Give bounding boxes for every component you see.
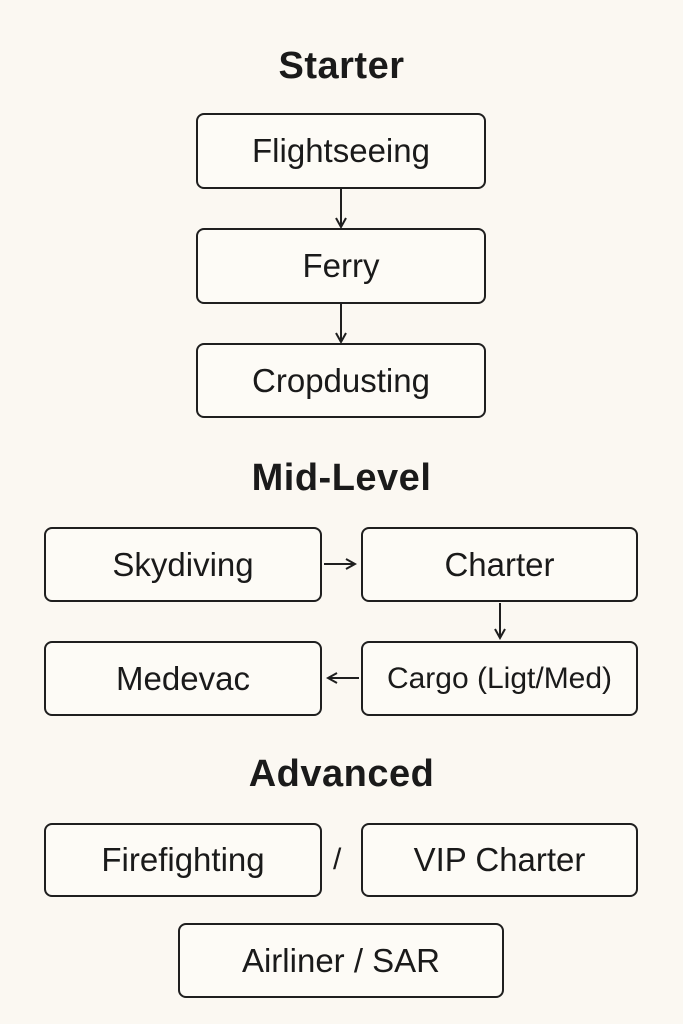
node-cargo[interactable]: Cargo (Ligt/Med) — [361, 641, 638, 716]
mid-level-heading: Mid-Level — [251, 457, 432, 499]
node-skydiving[interactable]: Skydiving — [44, 527, 322, 602]
node-flightseeing[interactable]: Flightseeing — [196, 113, 486, 189]
advanced-heading: Advanced — [248, 753, 435, 795]
node-medevac[interactable]: Medevac — [44, 641, 322, 716]
node-airliner-sar[interactable]: Airliner / SAR — [178, 923, 504, 998]
node-firefighting[interactable]: Firefighting — [44, 823, 322, 897]
starter-heading: Starter — [278, 45, 405, 87]
separator-slash: / — [333, 843, 342, 876]
node-vip-charter[interactable]: VIP Charter — [361, 823, 638, 897]
node-ferry[interactable]: Ferry — [196, 228, 486, 304]
node-charter[interactable]: Charter — [361, 527, 638, 602]
node-cropdusting[interactable]: Cropdusting — [196, 343, 486, 418]
